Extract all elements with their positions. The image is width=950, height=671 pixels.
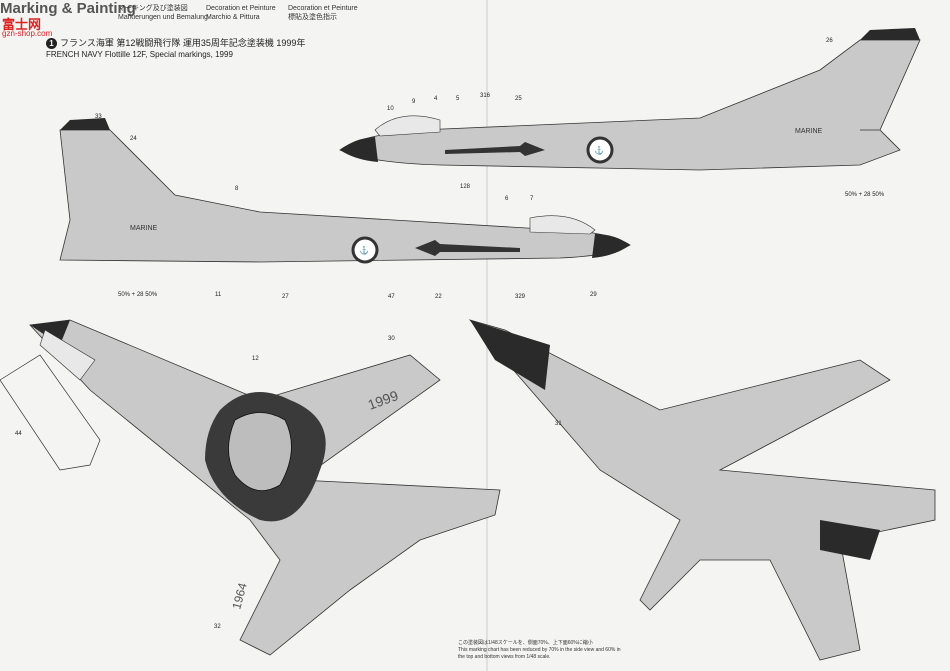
side-view-left-facing-right: ⚓ MARINE 50% + 28 50% 50% + 28 50% [59,118,885,298]
svg-text:26: 26 [826,38,833,44]
watermark-url: gzn-shop.com [2,29,53,38]
svg-text:6: 6 [505,196,509,202]
callout-labels: 33 24 8 11 27 47 316 22 29 128 6 7 5 4 9… [15,38,833,630]
svg-text:33: 33 [95,114,102,120]
svg-text:30: 30 [388,336,395,342]
svg-text:1964: 1964 [229,581,250,611]
svg-text:10: 10 [387,106,394,112]
svg-text:50% + 28 50%: 50% + 28 50% [118,292,158,298]
svg-text:MARINE: MARINE [795,128,823,135]
svg-text:316: 316 [480,93,491,99]
svg-text:MARINE: MARINE [130,225,158,232]
svg-text:32: 32 [214,624,221,630]
side-view-right-facing-left: ⚓ MARINE [339,28,921,171]
top-view: 1999 1964 [0,319,501,656]
svg-text:⚓: ⚓ [594,145,604,155]
sheet-title: Marking & Painting [0,0,136,17]
svg-text:31: 31 [555,421,562,427]
svg-text:128: 128 [460,184,471,190]
scheme-title-jp: フランス海軍 第12戦闘飛行隊 運用35周年記念塗装機 1999年 [60,38,306,48]
svg-text:11: 11 [215,292,222,298]
svg-text:⚓: ⚓ [359,245,369,255]
svg-text:47: 47 [388,294,395,300]
svg-text:44: 44 [15,431,22,437]
svg-text:24: 24 [130,136,137,142]
svg-text:27: 27 [282,294,289,300]
svg-text:29: 29 [590,292,597,298]
bottom-view [468,319,936,661]
svg-text:12: 12 [252,356,259,362]
svg-text:4: 4 [434,96,438,102]
svg-text:5: 5 [456,96,460,102]
svg-text:50% + 28 50%: 50% + 28 50% [845,192,885,198]
svg-text:22: 22 [435,294,442,300]
svg-text:8: 8 [235,186,239,192]
scheme-title-en: FRENCH NAVY Flottille 12F, Special marki… [46,50,233,59]
watermark-logo: 富士网 [2,17,42,32]
scheme-number-badge: 1 [46,38,57,49]
svg-text:25: 25 [515,96,522,102]
svg-text:7: 7 [530,196,534,202]
svg-text:9: 9 [412,99,416,105]
svg-text:329: 329 [515,294,526,300]
